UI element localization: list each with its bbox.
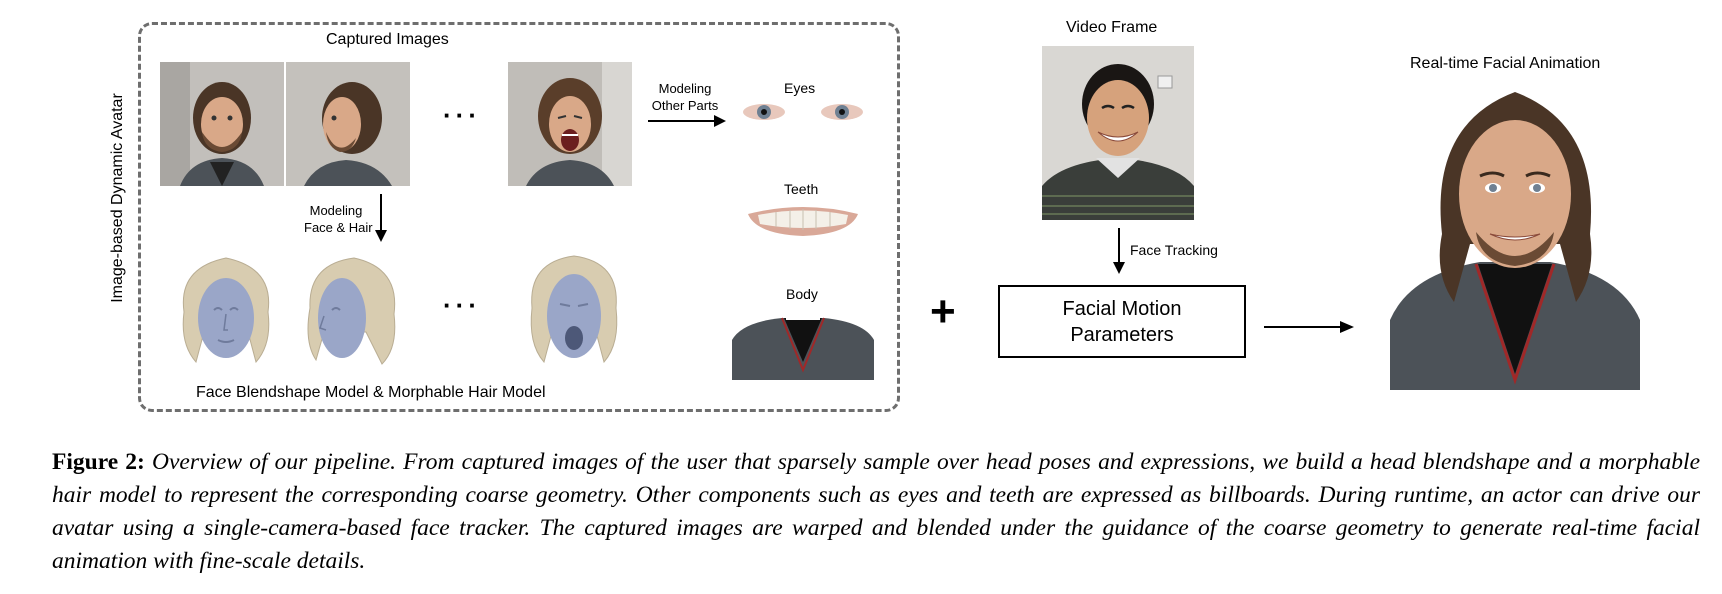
eye-right-image	[821, 104, 863, 120]
captured-photo-expression	[508, 62, 632, 186]
modeling-face-hair-label: Modeling Face & Hair	[304, 202, 373, 236]
captured-photo-side	[286, 62, 410, 186]
modeling-other-parts-line1: Modeling	[658, 81, 712, 96]
motion-box-line1: Facial Motion	[1062, 297, 1182, 320]
captured-ellipsis: ···	[443, 100, 481, 130]
eyes-label: Eyes	[784, 80, 816, 96]
blendshape-label: Face Blendshape Model & Morphable Hair M…	[196, 384, 546, 401]
video-frame-image	[1042, 46, 1194, 220]
facial-motion-parameters-box: Facial Motion Parameters	[998, 285, 1246, 358]
mesh-ellipsis: ···	[443, 290, 481, 320]
realtime-animation-image	[1390, 84, 1640, 390]
arrow-to-animation	[1264, 321, 1354, 333]
figure-caption: Figure 2: Overview of our pipeline. From…	[52, 446, 1700, 578]
eye-left-image	[743, 104, 785, 120]
figure-number: Figure 2:	[52, 449, 145, 475]
arrow-face-tracking	[1113, 228, 1125, 274]
figure-caption-text: Overview of our pipeline. From captured …	[52, 449, 1701, 574]
mesh-front	[182, 257, 270, 364]
modeling-other-parts-label: Modeling Other Parts	[650, 80, 720, 114]
mesh-side	[307, 257, 396, 365]
arrow-to-parts	[648, 115, 726, 127]
video-frame-label: Video Frame	[1066, 19, 1158, 36]
realtime-animation-label: Real-time Facial Animation	[1410, 55, 1601, 72]
modeling-face-hair-line1: Modeling	[309, 203, 363, 218]
teeth-image	[748, 207, 858, 236]
teeth-label: Teeth	[784, 181, 819, 197]
motion-box-line2: Parameters	[1070, 323, 1174, 346]
plus-sign: +	[930, 287, 956, 336]
mesh-expression	[530, 255, 618, 364]
arrow-to-blendshape	[375, 194, 387, 242]
captured-photo-front	[160, 62, 284, 186]
avatar-dashed-box	[138, 22, 900, 412]
body-image	[732, 310, 874, 380]
modeling-other-parts-line2: Other Parts	[651, 98, 719, 113]
face-tracking-label: Face Tracking	[1130, 242, 1218, 258]
modeling-face-hair-line2: Face & Hair	[304, 220, 373, 235]
captured-images-label: Captured Images	[326, 31, 449, 48]
avatar-vertical-label: Image-based Dynamic Avatar	[109, 93, 126, 303]
body-label: Body	[786, 286, 818, 302]
